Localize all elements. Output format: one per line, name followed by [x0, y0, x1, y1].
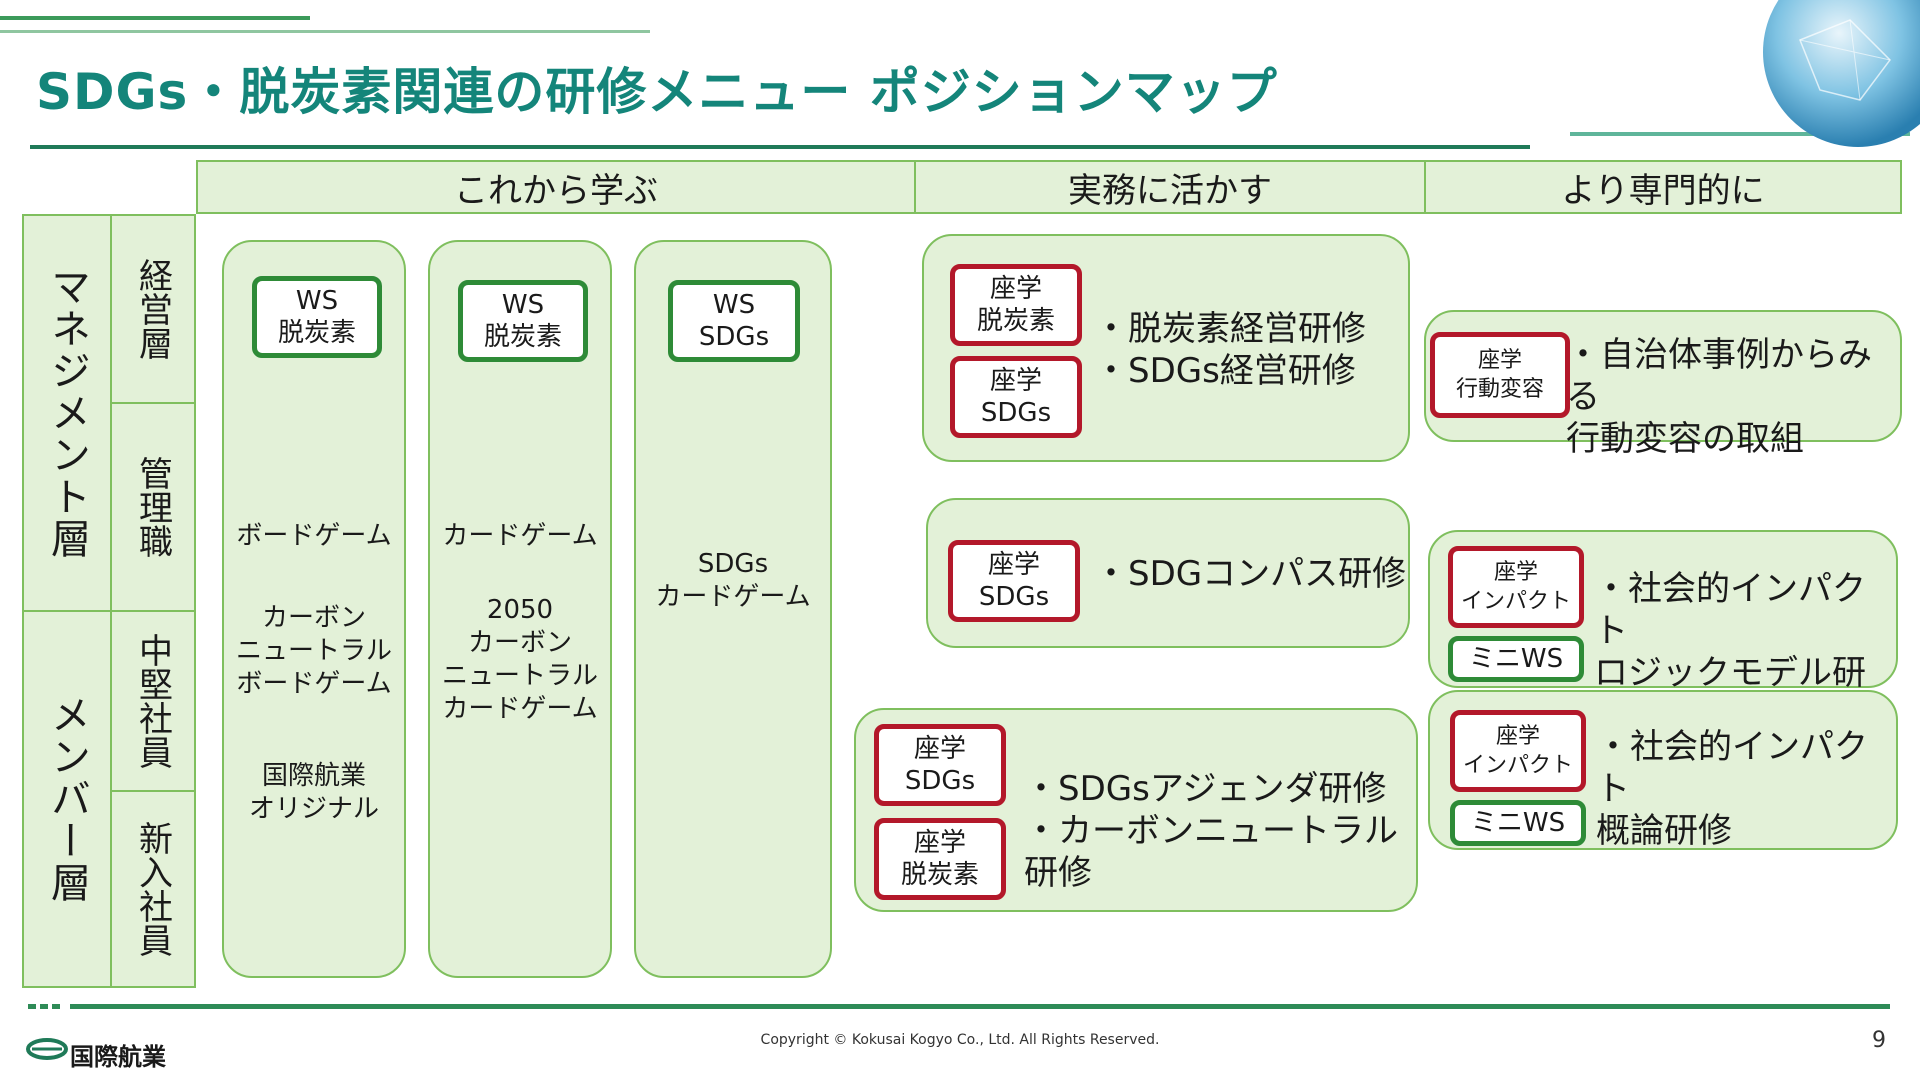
column-cardgame-text1: カードゲーム — [442, 521, 598, 551]
tag-lecture-impact: 座学 インパクト — [1448, 546, 1584, 628]
top-stripe-2 — [0, 30, 650, 33]
company-logo-icon — [26, 1038, 68, 1060]
panel-behavior-text: ・自治体事例からみる 行動変容の取組 — [1566, 335, 1872, 459]
tag-ws-decarbon: WS 脱炭素 — [458, 280, 588, 362]
header-expert: より専門的に — [1424, 160, 1902, 214]
column-boardgame: WS 脱炭素 ボードゲーム カーボン ニュートラル ボードゲーム 国際航業 オリ… — [222, 240, 406, 978]
level-executive: 経営層 — [110, 214, 196, 404]
tag-lecture-sdgs: 座学 SDGs — [950, 356, 1082, 438]
panel-sdg-compass: 座学 SDGs ・SDGコンパス研修 — [926, 498, 1410, 648]
panel-agenda-text: ・SDGsアジェンダ研修 ・カーボンニュートラル研修 — [1024, 769, 1398, 893]
level-mid-label: 中堅社員 — [132, 633, 173, 769]
globe-icon — [1763, 0, 1920, 147]
title-stripe-right — [1570, 132, 1910, 136]
level-mid: 中堅社員 — [110, 610, 196, 792]
side-member: メンバー層 — [22, 610, 112, 988]
page-number: 9 — [1872, 1028, 1886, 1053]
column-boardgame-text3: 国際航業 オリジナル — [248, 761, 379, 824]
side-management-label: マネジメント層 — [44, 266, 90, 560]
panel-impact-intro: 座学 インパクト ミニWS ・社会的インパクト 概論研修 — [1428, 690, 1898, 851]
column-sdgs-cardgame-text1: SDGs カードゲーム — [655, 549, 811, 612]
panel-management-training: 座学 脱炭素 座学 SDGs ・脱炭素経営研修 ・SDGs経営研修 — [922, 234, 1410, 462]
panel-behavior-change: 座学 行動変容 ・自治体事例からみる 行動変容の取組 — [1424, 310, 1902, 459]
level-manager-label: 管理職 — [132, 456, 173, 558]
level-new: 新入社員 — [110, 790, 196, 988]
footer-divider — [70, 1004, 1890, 1009]
footer-stripe-dashes — [28, 1004, 64, 1009]
panel-management-text: ・脱炭素経営研修 ・SDGs経営研修 — [1094, 309, 1366, 391]
column-cardgame-text2: 2050 カーボン ニュートラル カードゲーム — [441, 595, 598, 724]
tag-lecture-sdgs: 座学 SDGs — [874, 724, 1006, 806]
tag-mini-ws: ミニWS — [1450, 800, 1586, 846]
panel-logic-model: 座学 インパクト ミニWS ・社会的インパクト ロジックモデル研修 — [1428, 530, 1898, 735]
tag-ws-sdgs: WS SDGs — [668, 280, 800, 362]
side-management: マネジメント層 — [22, 214, 112, 612]
top-stripe-1 — [0, 16, 310, 20]
panel-sdg-compass-text: ・SDGコンパス研修 — [1094, 554, 1407, 594]
side-member-label: メンバー層 — [44, 694, 90, 904]
panel-impact-intro-text: ・社会的インパクト 概論研修 — [1596, 727, 1868, 851]
header-learn: これから学ぶ — [196, 160, 916, 214]
tag-lecture-impact: 座学 インパクト — [1450, 710, 1586, 792]
panel-agenda-training: 座学 SDGs 座学 脱炭素 ・SDGsアジェンダ研修 ・カーボンニュートラル研… — [854, 708, 1418, 912]
column-boardgame-text1: ボードゲーム — [236, 521, 392, 551]
tag-lecture-behavior: 座学 行動変容 — [1430, 332, 1570, 418]
level-manager: 管理職 — [110, 402, 196, 612]
company-logo-text: 国際航業 — [70, 1043, 166, 1071]
title-underline — [30, 145, 1530, 149]
copyright: Copyright © Kokusai Kogyo Co., Ltd. All … — [760, 1032, 1160, 1048]
column-boardgame-text2: カーボン ニュートラル ボードゲーム — [235, 603, 392, 699]
page-title: SDGs・脱炭素関連の研修メニュー ポジションマップ — [36, 63, 1278, 121]
tag-ws-decarbon: WS 脱炭素 — [252, 276, 382, 358]
tag-lecture-decarbon: 座学 脱炭素 — [950, 264, 1082, 346]
column-cardgame: WS 脱炭素 カードゲーム 2050 カーボン ニュートラル カードゲーム — [428, 240, 612, 978]
level-new-label: 新入社員 — [132, 821, 173, 957]
tag-lecture-sdgs: 座学 SDGs — [948, 540, 1080, 622]
level-executive-label: 経営層 — [132, 258, 173, 360]
tag-mini-ws: ミニWS — [1448, 636, 1584, 682]
header-practice: 実務に活かす — [914, 160, 1426, 214]
tag-lecture-decarbon: 座学 脱炭素 — [874, 818, 1006, 900]
column-sdgs-cardgame: WS SDGs SDGs カードゲーム — [634, 240, 832, 978]
